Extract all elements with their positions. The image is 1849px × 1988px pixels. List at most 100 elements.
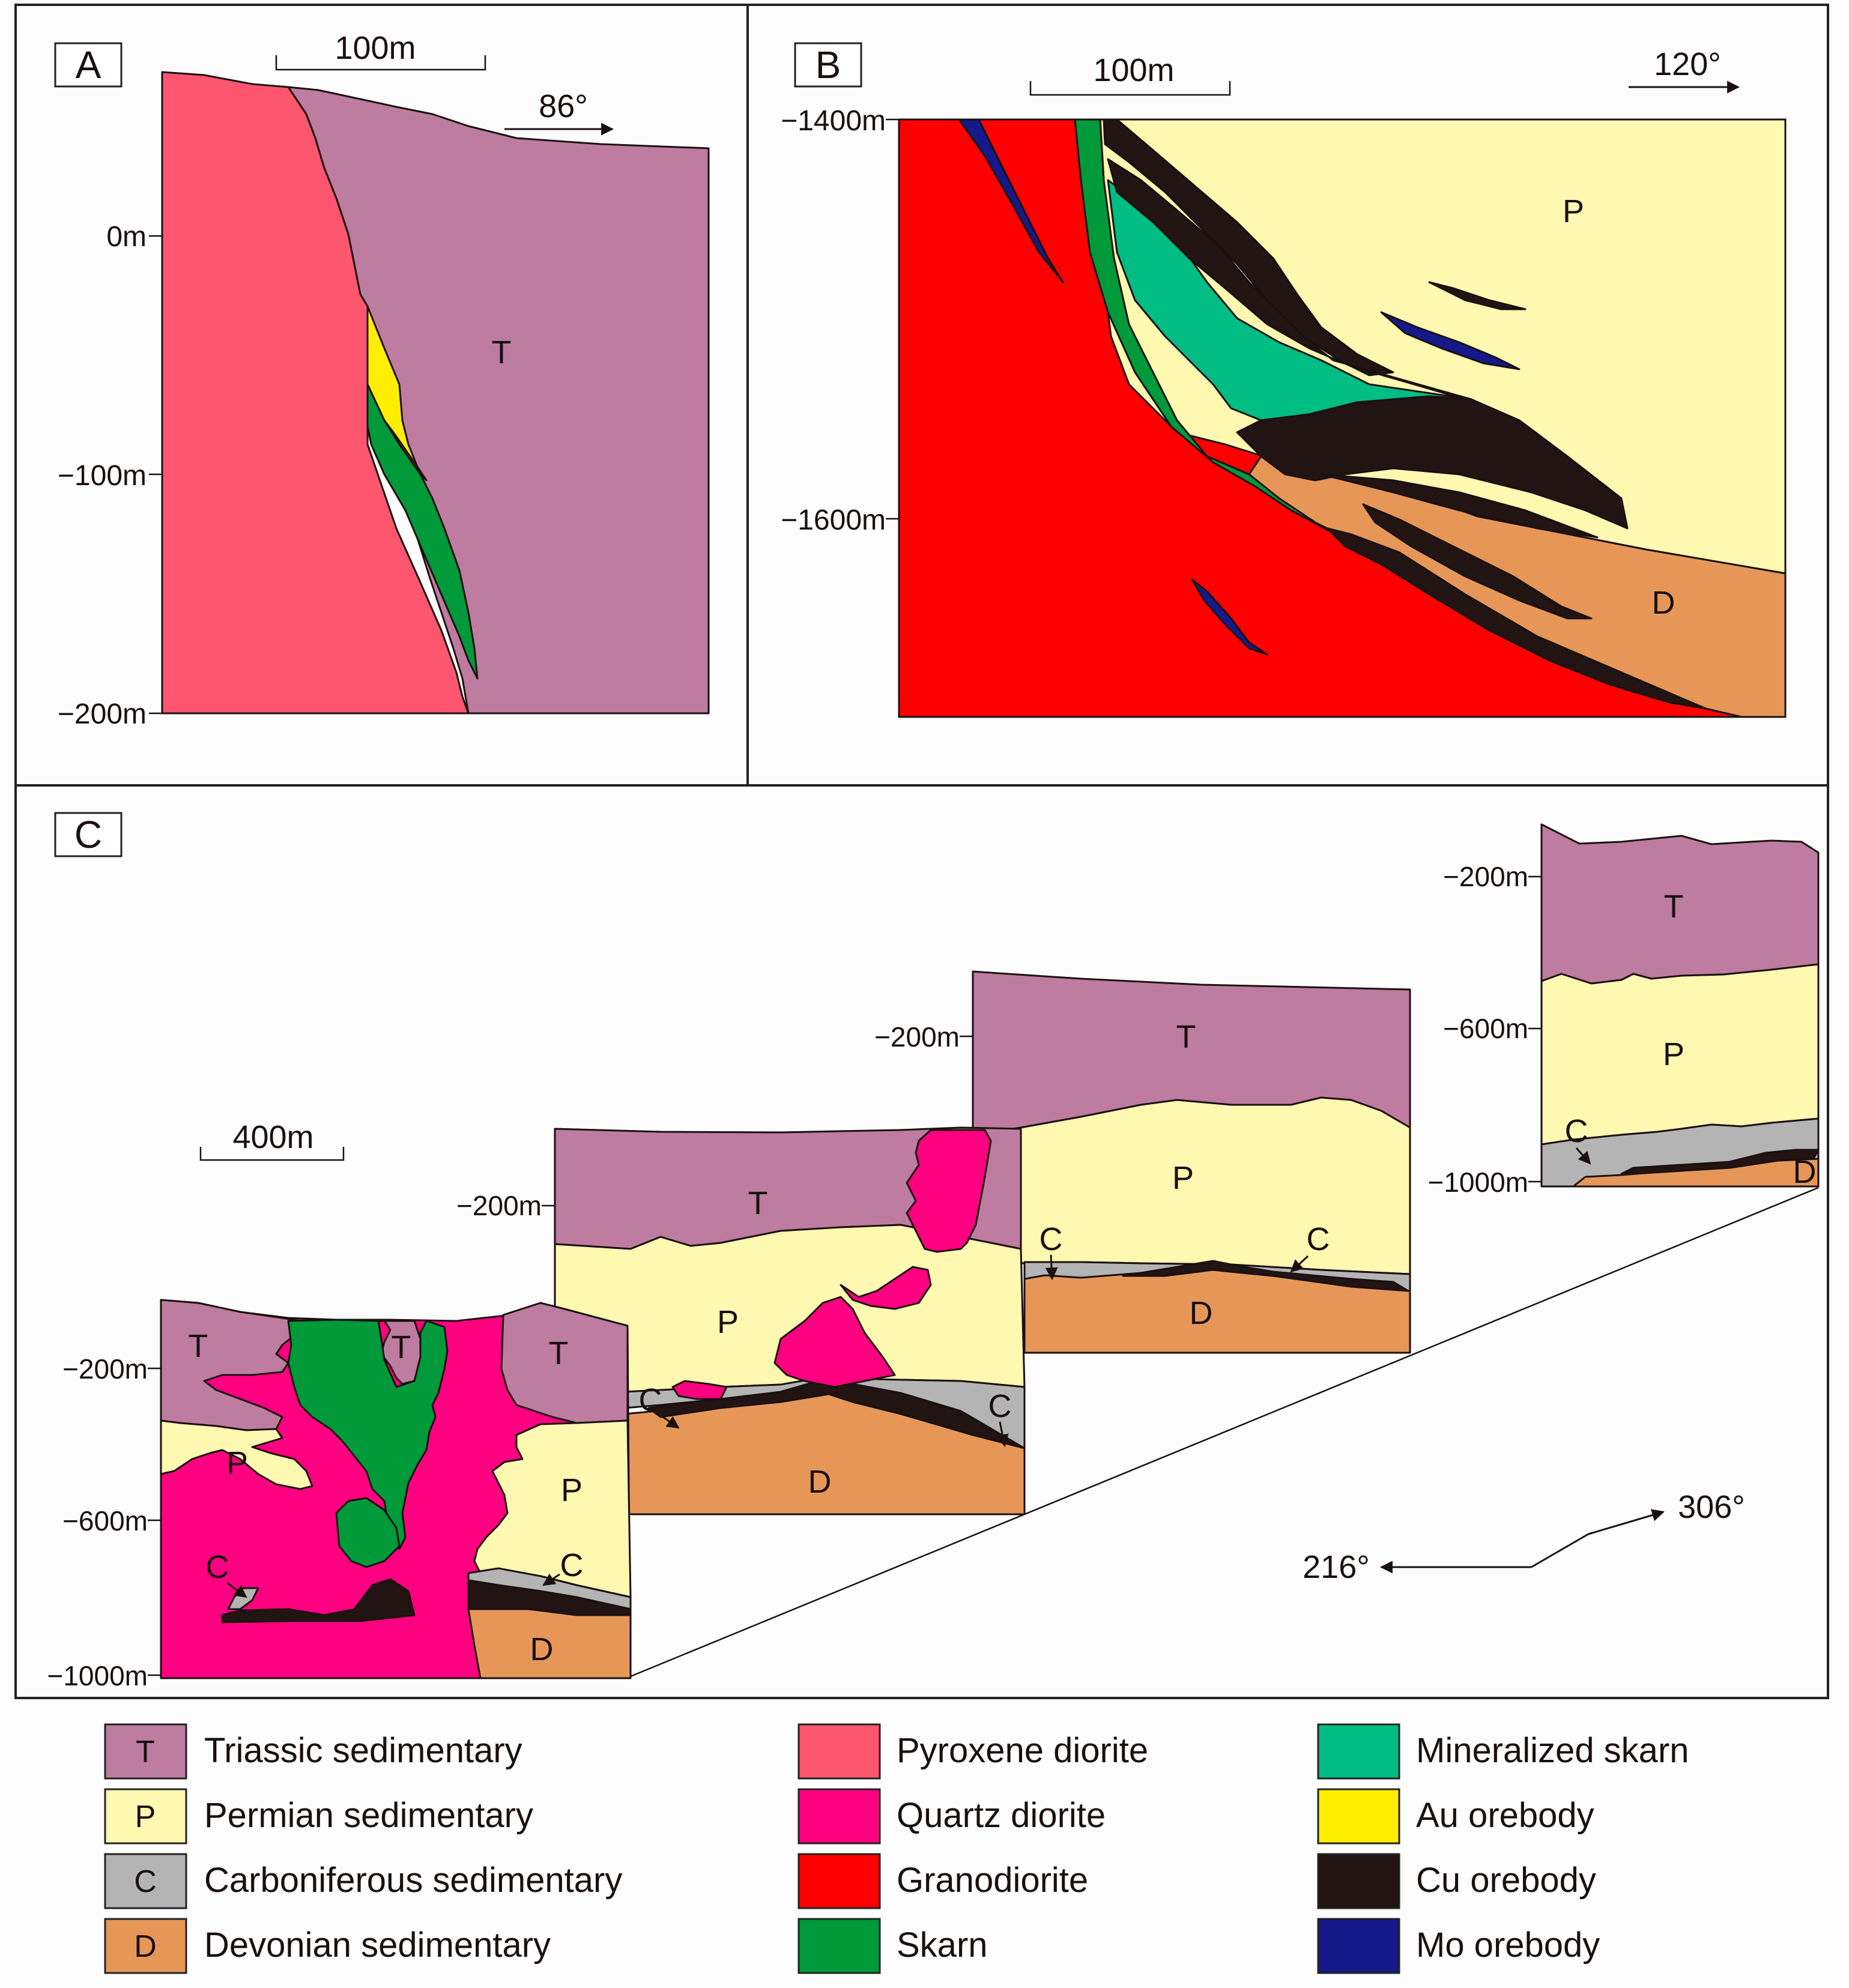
section-4: T P C D −200m −600m −1000m: [1427, 823, 1820, 1198]
section-2: T P C C D −200m: [456, 1126, 1026, 1515]
tick-minus-200m: −200m: [62, 1353, 148, 1385]
panel-b-label-box: [794, 42, 862, 88]
scale-bar-label: 100m: [334, 30, 416, 66]
scale-bar-label: 100m: [1093, 52, 1174, 88]
unit-label-c: C: [639, 1382, 662, 1418]
scale-bar: [199, 1147, 345, 1161]
tick-minus-100m: −100m: [58, 460, 147, 492]
legend-item-cu-orebody: Cu orebody: [1317, 1853, 1596, 1909]
legend-item-skarn: Skarn: [797, 1918, 988, 1974]
unit-label-c: C: [1565, 1113, 1588, 1149]
cu-orebody-lens: [1362, 503, 1593, 620]
legend-item-pyroxene-diorite: Pyroxene diorite: [797, 1723, 1148, 1780]
legend-item-mo-orebody: Mo orebody: [1317, 1918, 1600, 1974]
svg-text:Cu orebody: Cu orebody: [1416, 1861, 1596, 1900]
unit-label-d: D: [1652, 585, 1675, 621]
unit-label-p: P: [1172, 1160, 1194, 1196]
legend-item-devonian: D Devonian sedimentary: [104, 1918, 551, 1974]
unit-label-p: P: [717, 1304, 739, 1340]
svg-text:Granodiorite: Granodiorite: [897, 1861, 1088, 1900]
legend-item-mineralized-skarn: Mineralized skarn: [1317, 1723, 1689, 1780]
legend-item-quartz-diorite: Quartz diorite: [797, 1788, 1106, 1844]
unit-label-d: D: [1190, 1295, 1213, 1331]
skarn-unit: [366, 383, 479, 680]
tick-minus-600m: −600m: [1443, 1013, 1528, 1044]
unit-label-t: T: [748, 1185, 768, 1221]
panel-b: B 100m 120° P D −1400m −1600m: [781, 42, 1787, 718]
unit-label-d: D: [1793, 1154, 1817, 1190]
direction-label: 86°: [539, 88, 588, 124]
tick-minus-200m: −200m: [1443, 861, 1528, 892]
tick-minus-1000m: −1000m: [1427, 1167, 1528, 1198]
depth-axis: 0m −100m −200m: [58, 221, 162, 730]
mo-orebody: [958, 118, 1064, 283]
unit-label-p: P: [1663, 1036, 1684, 1072]
svg-text:T: T: [136, 1735, 155, 1769]
unit-label-c: C: [1039, 1221, 1063, 1257]
depth-axis: −1400m −1600m: [781, 105, 899, 536]
direction-label-left: 216°: [1303, 1549, 1370, 1585]
unit-label-p: P: [226, 1445, 248, 1481]
unit-label-c: C: [988, 1388, 1012, 1424]
direction-label: 120°: [1654, 46, 1721, 82]
legend-item-triassic: T Triassic sedimentary: [104, 1723, 522, 1780]
perspective-baseline: [630, 1186, 1819, 1678]
panel-c: C 400m T P C D −200m −600m −1000m: [47, 812, 1820, 1691]
panel-c-label: C: [74, 813, 102, 856]
panel-frames: [14, 4, 1829, 1699]
legend-item-carboniferous: C Carboniferous sedimentary: [104, 1853, 622, 1909]
unit-label-t: T: [189, 1328, 208, 1364]
unit-label-p: P: [561, 1472, 583, 1508]
panel-b-label: B: [816, 43, 841, 86]
cu-orebody-lower: [1326, 527, 1707, 710]
unit-label-c: C: [560, 1547, 584, 1583]
tick-minus-200m: −200m: [456, 1190, 542, 1221]
panel-a-label-box: [54, 42, 123, 88]
panel-c-label-box: [54, 812, 123, 857]
svg-text:Mo orebody: Mo orebody: [1416, 1926, 1600, 1965]
panel-a: A 100m 86° T 0m −100m −200m: [54, 30, 710, 730]
section-1: T T T P P C C D −200m −600m −1000m: [47, 1299, 632, 1691]
unit-label-t: T: [549, 1335, 569, 1371]
legend-item-au-orebody: Au orebody: [1317, 1788, 1594, 1844]
legend: T Triassic sedimentary P Permian sedimen…: [104, 1723, 1689, 1974]
svg-text:Mineralized skarn: Mineralized skarn: [1416, 1731, 1689, 1770]
svg-text:Devonian sedimentary: Devonian sedimentary: [204, 1926, 551, 1965]
scale-bar: [1029, 81, 1231, 96]
unit-label-c: C: [1307, 1221, 1330, 1257]
cu-orebody-small: [1428, 281, 1527, 310]
tick-minus-600m: −600m: [62, 1505, 148, 1536]
pyroxene-diorite-unit: [161, 71, 470, 715]
svg-text:D: D: [134, 1929, 157, 1964]
svg-text:Triassic sedimentary: Triassic sedimentary: [204, 1731, 522, 1770]
legend-item-permian: P Permian sedimentary: [104, 1788, 533, 1844]
legend-item-granodiorite: Granodiorite: [797, 1853, 1088, 1909]
tick-minus-1600m: −1600m: [781, 504, 886, 536]
unit-label-t: T: [492, 334, 512, 370]
unit-label-t: T: [1176, 1019, 1196, 1055]
tick-minus-200m: −200m: [874, 1021, 960, 1053]
svg-text:Pyroxene diorite: Pyroxene diorite: [897, 1731, 1148, 1770]
scale-bar-label: 400m: [232, 1119, 313, 1155]
tick-minus-1400m: −1400m: [781, 105, 886, 137]
svg-text:Carboniferous sedimentary: Carboniferous sedimentary: [204, 1861, 622, 1900]
unit-label-t: T: [392, 1329, 411, 1365]
unit-label-p: P: [1563, 193, 1584, 229]
svg-text:P: P: [135, 1799, 156, 1834]
tick-0m: 0m: [106, 221, 147, 253]
svg-text:Quartz diorite: Quartz diorite: [897, 1796, 1106, 1835]
unit-label-c: C: [206, 1549, 229, 1585]
unit-label-d: D: [808, 1464, 832, 1500]
svg-text:Skarn: Skarn: [897, 1926, 988, 1965]
svg-text:Au orebody: Au orebody: [1416, 1796, 1594, 1835]
direction-indicator: 216° 306°: [1303, 1489, 1745, 1585]
cu-orebody-thin: [1320, 473, 1599, 539]
svg-text:Permian sedimentary: Permian sedimentary: [204, 1796, 533, 1835]
mo-orebody: [1191, 578, 1268, 656]
skarn-unit: [1074, 118, 1331, 533]
section-3: T P C C D −200m: [874, 970, 1411, 1354]
tick-minus-200m: −200m: [58, 698, 147, 730]
unit-label-t: T: [1664, 889, 1684, 925]
scale-bar: [275, 55, 486, 71]
